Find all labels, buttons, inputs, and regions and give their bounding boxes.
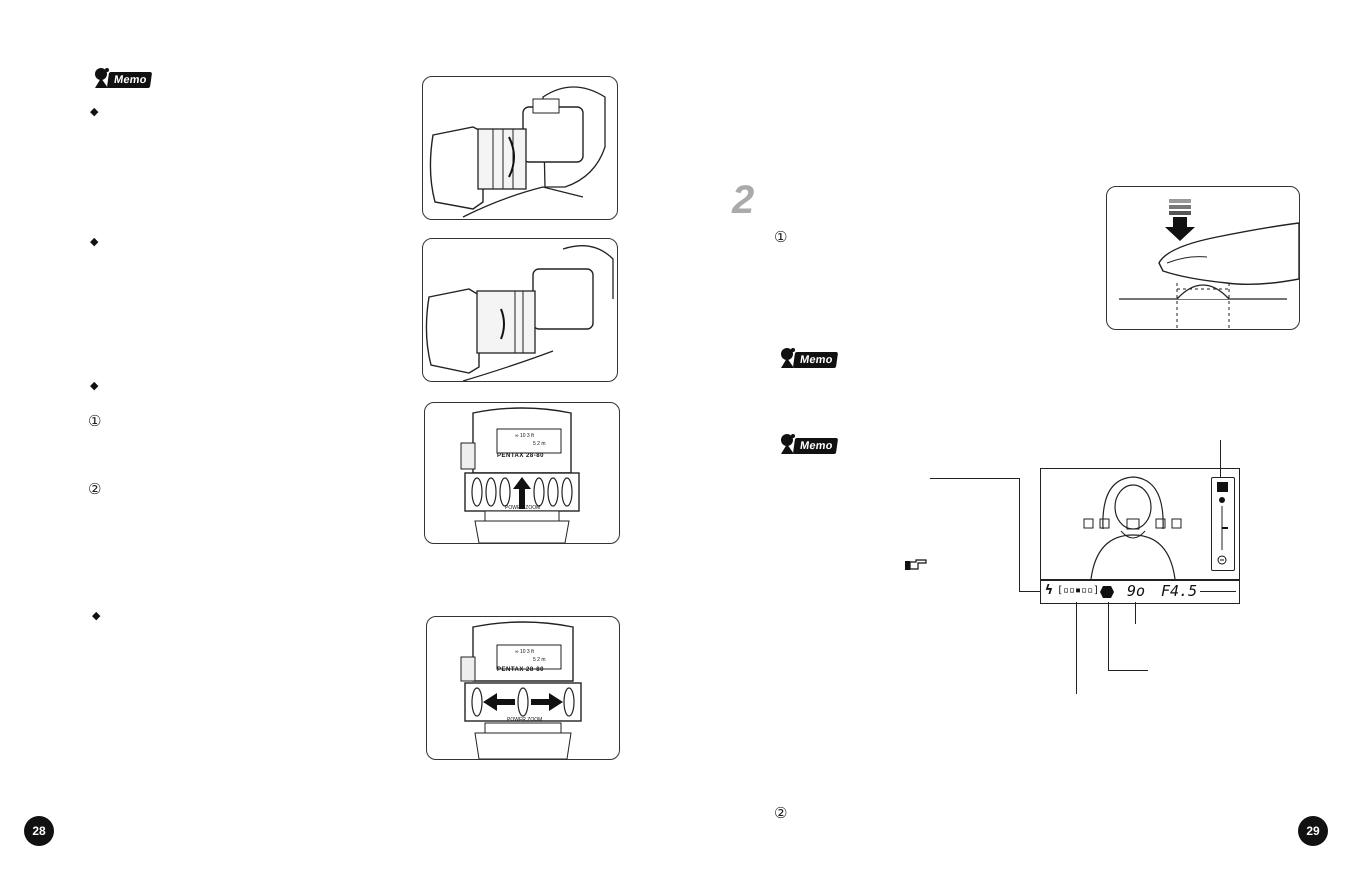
- camera-zoom-illustration: [422, 238, 618, 382]
- step-two-marker: ②: [88, 480, 102, 498]
- exposure-scale-icon: [1217, 482, 1228, 565]
- lens-drawing: [460, 407, 580, 543]
- page-number-left: 28: [24, 816, 54, 846]
- flash-indicator: ϟ: [1045, 583, 1053, 598]
- step-two-marker: ②: [774, 804, 788, 822]
- memo-mascot-icon: [95, 68, 109, 88]
- exposure-scale: [1211, 477, 1235, 571]
- lens-distance-scale-metric: 5 2 m: [533, 657, 546, 663]
- lens-distance-scale: ∞ 10 3 ft: [515, 433, 534, 439]
- memo-mascot-icon: [781, 434, 795, 454]
- leader-line: [1108, 670, 1148, 671]
- leader-line: [1220, 440, 1221, 478]
- leader-line: [1019, 478, 1020, 592]
- bullet-diamond: ◆: [90, 105, 99, 118]
- lens-distance-scale-metric: 5 2 m: [533, 441, 546, 447]
- memo-label: Memo: [106, 72, 152, 88]
- pointing-hand-icon: [905, 559, 927, 570]
- leader-line: [1108, 602, 1109, 670]
- camera-hood-drawing: [429, 86, 606, 218]
- step-one-marker: ①: [774, 228, 788, 246]
- section-number: 2: [732, 178, 755, 222]
- viewfinder-frame: [1040, 468, 1240, 580]
- leader-line: [1135, 602, 1136, 624]
- power-zoom-label: POWER ZOOM: [505, 505, 541, 511]
- memo-badge: Memo: [90, 66, 152, 92]
- power-zoom-label: POWER ZOOM: [507, 717, 543, 723]
- bullet-diamond: ◆: [92, 609, 101, 622]
- bullet-diamond: ◆: [90, 379, 99, 392]
- memo-badge: Memo: [776, 432, 838, 458]
- camera-focus-illustration: [422, 76, 618, 220]
- lens-pull-illustration: ∞ 10 3 ft 5 2 m PENTAX 28-80 POWER ZOOM: [424, 402, 620, 544]
- memo-mascot-icon: [781, 348, 795, 368]
- leader-line: [1200, 591, 1236, 592]
- memo-label: Memo: [792, 438, 838, 454]
- focus-frame-indicator: [▫▫▪▫▫]: [1057, 585, 1100, 596]
- finger-press-drawing: [1119, 199, 1299, 329]
- page-number-right: 29: [1298, 816, 1328, 846]
- bullet-diamond: ◆: [90, 235, 99, 248]
- lens-brand-label: PENTAX 28-80: [497, 453, 544, 459]
- lens-brand-label: PENTAX 28-80: [497, 667, 544, 673]
- leader-line: [1076, 602, 1077, 694]
- memo-label: Memo: [792, 352, 838, 368]
- camera-zoom-drawing: [425, 245, 614, 381]
- shutter-speed-display: 9o: [1127, 582, 1146, 600]
- memo-badge: Memo: [776, 346, 838, 372]
- leader-line: [930, 478, 1020, 479]
- aperture-display: F4.5: [1161, 582, 1198, 600]
- lens-zoom-drawing: [460, 621, 582, 759]
- lens-distance-scale: ∞ 10 3 ft: [515, 649, 534, 655]
- lens-zoom-illustration: ∞ 10 3 ft 5 2 m PENTAX 28-80 POWER ZOOM: [426, 616, 620, 760]
- viewfinder-subject-drawing: [1083, 476, 1182, 580]
- focus-indicator-icon: [1100, 586, 1114, 598]
- viewfinder-lcd: ϟ [▫▫▪▫▫] 9o F4.5: [1040, 580, 1240, 604]
- step-one-marker: ①: [88, 412, 102, 430]
- shutter-press-illustration: [1106, 186, 1300, 330]
- leader-line: [1019, 591, 1041, 592]
